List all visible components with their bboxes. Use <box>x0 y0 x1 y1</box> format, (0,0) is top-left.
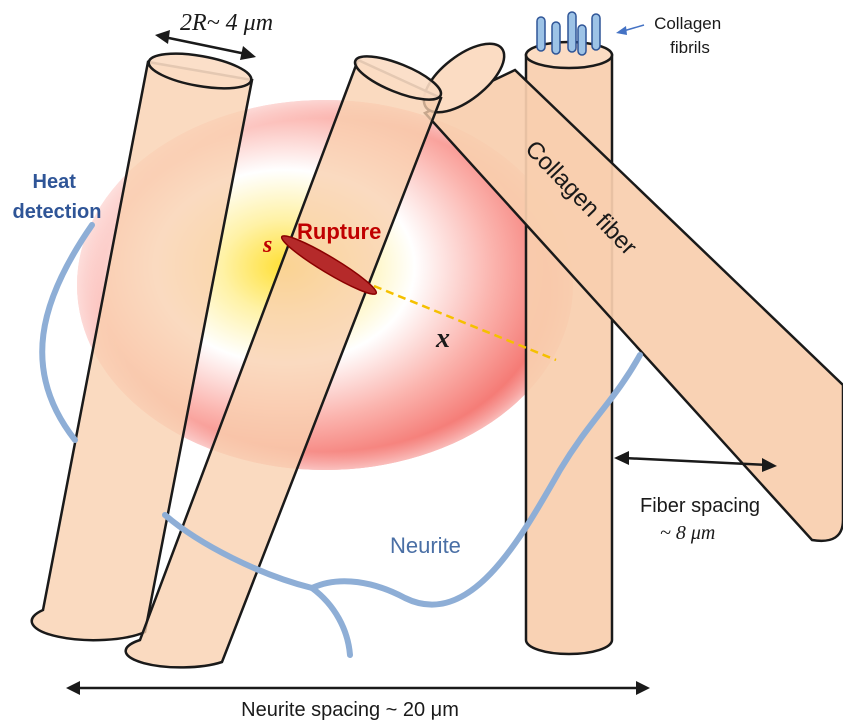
neurite-spacing-label: Neurite spacing ~ 20 μm <box>241 699 459 721</box>
radius-arrow <box>155 30 256 60</box>
collagen-fiber-left <box>30 52 254 642</box>
distance-line <box>373 284 557 362</box>
neurite <box>39 222 643 658</box>
distance-label: x <box>435 323 450 354</box>
rupture-site <box>280 235 378 295</box>
neurite-label: Neurite <box>390 533 461 558</box>
collagen-fibrils-label: Collagen fibrils <box>654 14 726 57</box>
neurite-spacing-arrow <box>66 681 650 695</box>
collagen-fiber-middle <box>124 55 443 669</box>
fiber-spacing-label: Fiber spacing ~ 8 μm <box>640 495 766 544</box>
heat-detection-label: Heat detection <box>13 171 102 223</box>
fiber-spacing-arrow <box>614 451 777 472</box>
collagen-fibrils <box>536 11 601 56</box>
fibrils-pointer-arrow <box>616 24 645 35</box>
rupture-label: Rupture <box>297 219 381 244</box>
rupture-point-label: s <box>262 232 272 258</box>
radius-label: 2R~ 4 μm <box>180 10 273 36</box>
